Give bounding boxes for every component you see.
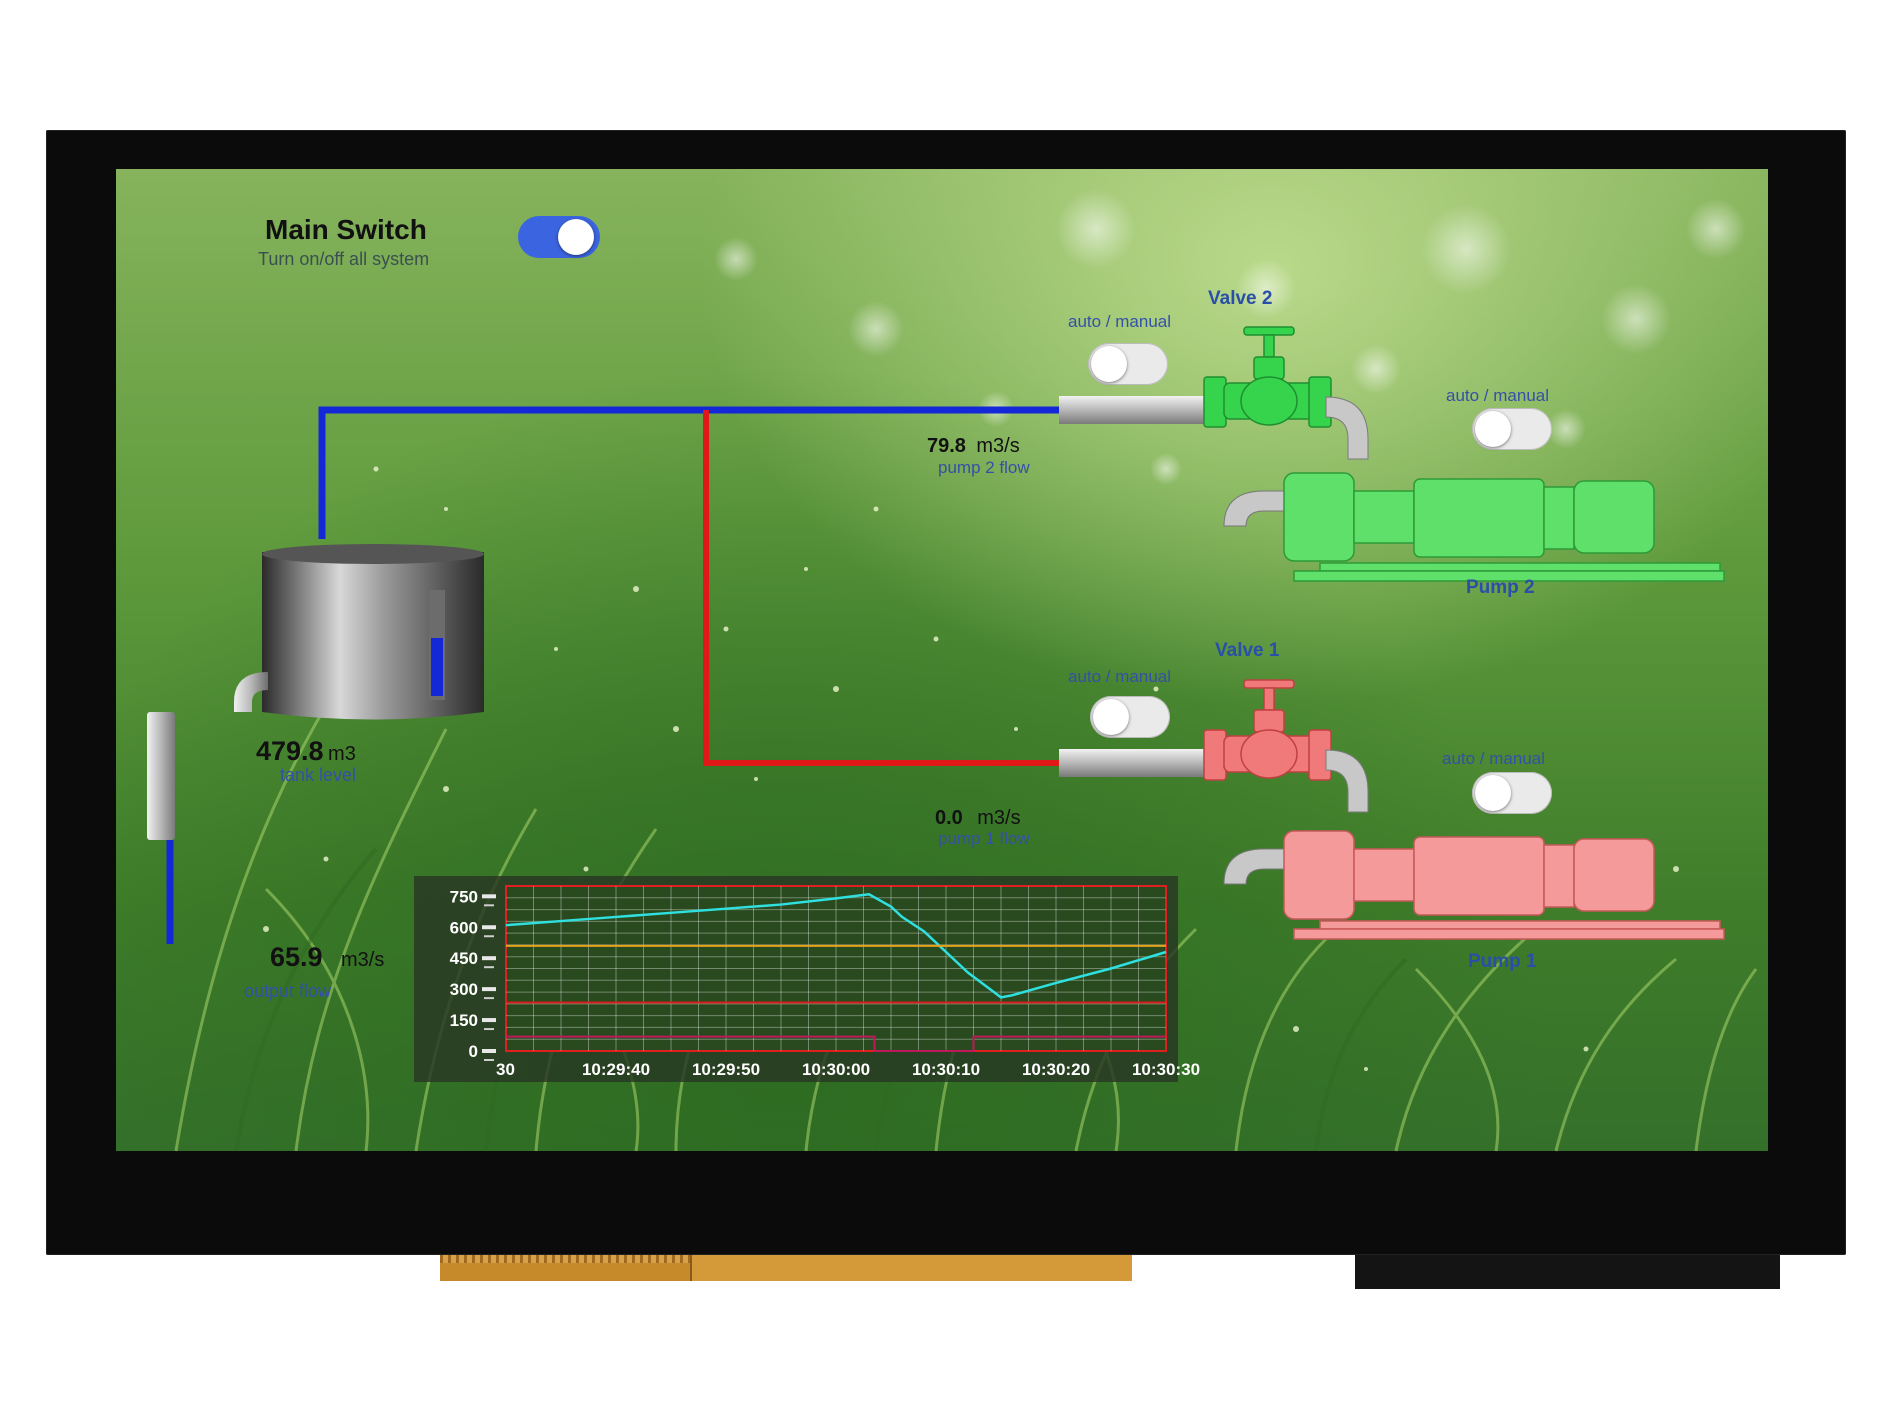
chart-y-tick <box>482 894 496 899</box>
pump2-mode-toggle[interactable] <box>1472 408 1552 450</box>
chart-x-tick-label: 10:29:50 <box>692 1060 760 1079</box>
chart-series-line <box>505 892 1167 999</box>
hmi-screen: Main Switch Turn on/off all system 479.8… <box>116 169 1768 1152</box>
valve2-label: Valve 2 <box>1208 288 1273 309</box>
chart-y-tick-label: 150 <box>450 1011 478 1030</box>
pump2-flow-readout: 79.8 m3/s <box>927 435 1020 458</box>
pump1-mode-label: auto / manual <box>1442 749 1546 768</box>
chart-y-tick <box>482 987 496 992</box>
valve1-mode-label: auto / manual <box>1068 667 1172 686</box>
chart-y-minor-tick <box>484 904 494 907</box>
main-switch-toggle[interactable] <box>518 216 600 258</box>
valve1-label: Valve 1 <box>1215 640 1280 661</box>
tank-level-readout: 479.8 m3 <box>256 736 356 767</box>
chart-y-tick <box>482 1049 496 1053</box>
chart-x-tick-label: 10:30:00 <box>802 1060 870 1079</box>
tank-level-unit: m3 <box>328 743 356 765</box>
valve1-elbow <box>1325 749 1369 813</box>
chart-y-tick <box>482 956 496 961</box>
pump1-flow-caption: pump 1 flow <box>938 829 1030 848</box>
tank-level-value: 479.8 <box>256 736 324 766</box>
valve2-icon[interactable] <box>1203 319 1364 439</box>
pump1-mode-toggle[interactable] <box>1472 772 1552 814</box>
pump2-label: Pump 2 <box>1466 577 1535 598</box>
chart-x-tick-label: 10:29:40 <box>582 1060 650 1079</box>
pump2-flow-unit: m3/s <box>976 435 1020 457</box>
main-switch-subtitle: Turn on/off all system <box>258 249 430 269</box>
chart-y-minor-tick <box>484 1028 494 1031</box>
chart-y-minor-tick <box>484 997 494 1000</box>
pump1-label: Pump 1 <box>1468 951 1537 972</box>
chart-x-tick-label: 10:30:10 <box>912 1060 980 1079</box>
valve2-inlet-pipe <box>1059 396 1209 424</box>
valve2-mode-toggle[interactable] <box>1088 343 1168 385</box>
output-flow-readout: 65.9 m3/s <box>270 942 384 973</box>
pipeline-layer <box>166 406 1059 944</box>
trend-chart: 750 600 450 300 150 0 30 10:29:40 10:29:50 10:30:… <box>414 876 1200 1082</box>
pump1-flow-value: 0.0 <box>935 807 963 829</box>
main-switch-title: Main Switch <box>265 214 427 245</box>
valve1-icon[interactable] <box>1203 672 1364 792</box>
tank-outlet-pipe <box>147 712 175 840</box>
valve1-mode-toggle[interactable] <box>1090 696 1170 738</box>
chart-y-tick-label: 600 <box>450 918 478 937</box>
chart-x-tick-label: 10:30:30 <box>1132 1060 1200 1079</box>
output-flow-value: 65.9 <box>270 942 323 972</box>
chart-y-tick-label: 450 <box>450 949 478 968</box>
chart-y-tick-label: 0 <box>469 1042 478 1061</box>
tank <box>234 544 484 720</box>
tank-level-bar <box>431 638 443 696</box>
flex-cable <box>440 1255 1132 1281</box>
chart-y-minor-tick <box>484 935 494 938</box>
output-flow-caption: output flow <box>244 981 332 1001</box>
chart-y-tick-label: 300 <box>450 980 478 999</box>
chart-x-tick-label: 10:30:20 <box>1022 1060 1090 1079</box>
pump2-flow-caption: pump 2 flow <box>938 458 1030 477</box>
chart-series-line <box>506 1035 1166 1052</box>
output-flow-unit: m3/s <box>341 949 385 971</box>
pump2-line <box>318 406 1059 539</box>
chart-y-minor-tick <box>484 1059 494 1061</box>
valve2-elbow <box>1325 396 1369 460</box>
pump1-icon[interactable] <box>1223 809 1725 959</box>
chart-y-tick <box>482 1018 496 1023</box>
pump1-flow-readout: 0.0 m3/s <box>935 807 1021 830</box>
chart-y-tick <box>482 925 496 930</box>
connector-tab <box>1355 1255 1780 1289</box>
chart-plot-area <box>505 885 1167 1052</box>
pump1-line <box>703 410 1059 766</box>
pump2-flow-value: 79.8 <box>927 435 966 457</box>
chart-x-tick-label: 30 <box>496 1060 515 1079</box>
tank-level-caption: tank level <box>280 765 357 785</box>
valve2-mode-label: auto / manual <box>1068 312 1172 331</box>
chart-y-minor-tick <box>484 966 494 969</box>
pump1-flow-unit: m3/s <box>977 807 1021 829</box>
trend-chart-svg: 750 600 450 300 150 0 30 10:29:40 10:29:50 10:30:… <box>450 885 1200 1079</box>
valve1-inlet-pipe <box>1059 749 1209 777</box>
pump2-icon[interactable] <box>1223 451 1725 601</box>
chart-y-tick-label: 750 <box>450 887 478 906</box>
pump2-mode-label: auto / manual <box>1446 386 1550 405</box>
